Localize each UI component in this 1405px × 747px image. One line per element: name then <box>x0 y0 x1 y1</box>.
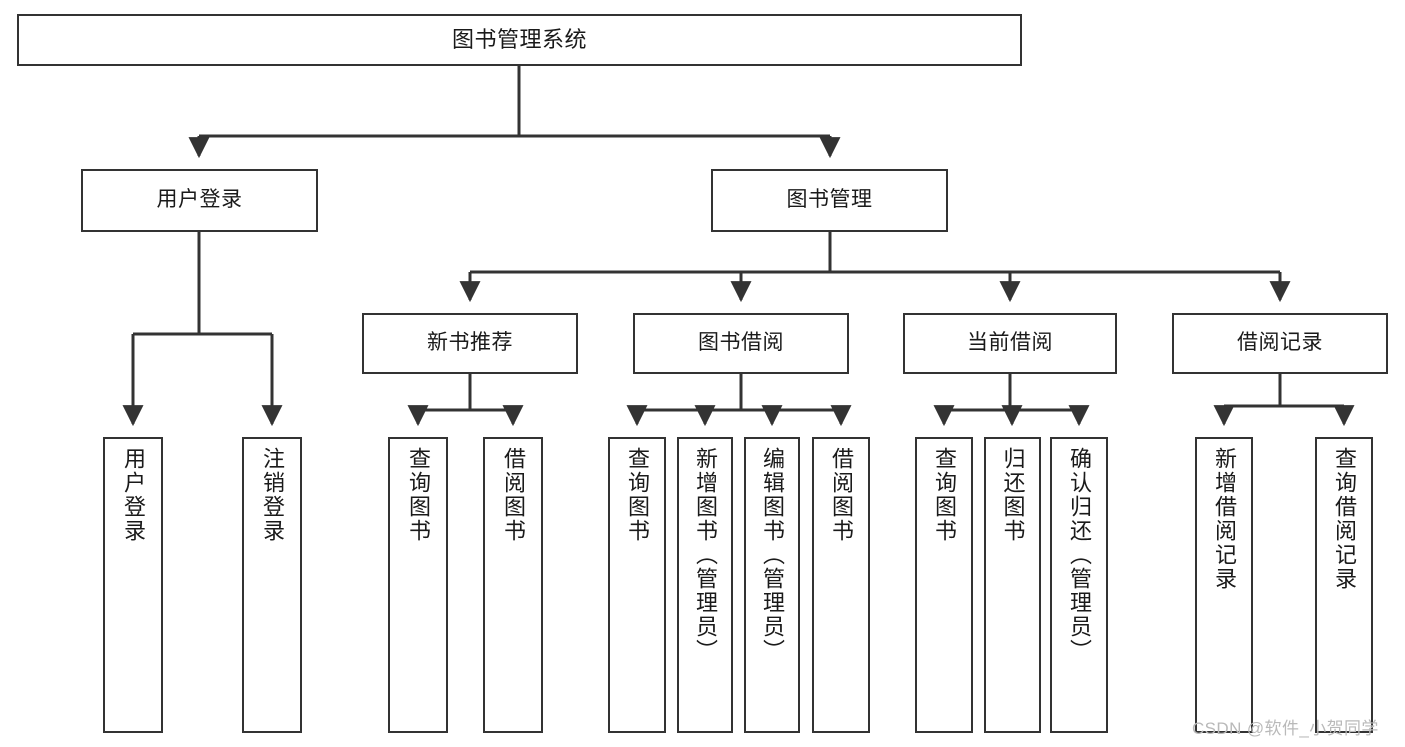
node-label: 图书管理 <box>786 188 873 212</box>
leaf-borrow-edit-book[interactable]: 编辑图书（管理员） <box>744 437 800 733</box>
leaf-user-login[interactable]: 用户登录 <box>103 437 163 733</box>
node-label: 注销登录 <box>260 447 285 543</box>
node-new-book-recommend[interactable]: 新书推荐 <box>362 313 578 374</box>
node-label: 用户登录 <box>156 188 243 212</box>
node-root-system[interactable]: 图书管理系统 <box>17 14 1022 66</box>
node-label: 借阅图书 <box>829 447 854 543</box>
node-label: 查询图书 <box>406 447 431 543</box>
leaf-records-add-record[interactable]: 新增借阅记录 <box>1195 437 1253 733</box>
node-label: 确认归还（管理员） <box>1067 447 1092 663</box>
node-label: 新增借阅记录 <box>1212 447 1237 591</box>
leaf-recommend-query-book[interactable]: 查询图书 <box>388 437 448 733</box>
node-book-borrow[interactable]: 图书借阅 <box>633 313 849 374</box>
node-user-login[interactable]: 用户登录 <box>81 169 318 232</box>
node-label: 查询图书 <box>932 447 957 543</box>
node-label: 查询图书 <box>625 447 650 543</box>
leaf-borrow-borrow-book[interactable]: 借阅图书 <box>812 437 870 733</box>
node-label: 当前借阅 <box>967 331 1053 355</box>
node-label: 查询借阅记录 <box>1332 447 1357 591</box>
leaf-current-confirm-return[interactable]: 确认归还（管理员） <box>1050 437 1108 733</box>
node-label: 归还图书 <box>1000 447 1026 543</box>
leaf-user-logout[interactable]: 注销登录 <box>242 437 302 733</box>
node-label: 新书推荐 <box>427 331 513 355</box>
node-label: 借阅记录 <box>1237 331 1323 355</box>
leaf-current-return-book[interactable]: 归还图书 <box>984 437 1041 733</box>
node-label: 用户登录 <box>121 447 146 543</box>
leaf-current-query-book[interactable]: 查询图书 <box>915 437 973 733</box>
leaf-recommend-borrow-book[interactable]: 借阅图书 <box>483 437 543 733</box>
leaf-records-query-record[interactable]: 查询借阅记录 <box>1315 437 1373 733</box>
node-current-borrow[interactable]: 当前借阅 <box>903 313 1117 374</box>
node-label: 编辑图书（管理员） <box>760 447 785 663</box>
watermark-text: CSDN @软件_小贺同学 <box>1192 719 1379 738</box>
node-borrow-records[interactable]: 借阅记录 <box>1172 313 1388 374</box>
leaf-borrow-query-book[interactable]: 查询图书 <box>608 437 666 733</box>
node-label: 借阅图书 <box>501 447 526 543</box>
node-label: 图书管理系统 <box>451 27 587 53</box>
node-label: 图书借阅 <box>698 331 784 355</box>
node-label: 新增图书（管理员） <box>693 447 718 663</box>
leaf-borrow-add-book[interactable]: 新增图书（管理员） <box>677 437 733 733</box>
node-book-management[interactable]: 图书管理 <box>711 169 948 232</box>
